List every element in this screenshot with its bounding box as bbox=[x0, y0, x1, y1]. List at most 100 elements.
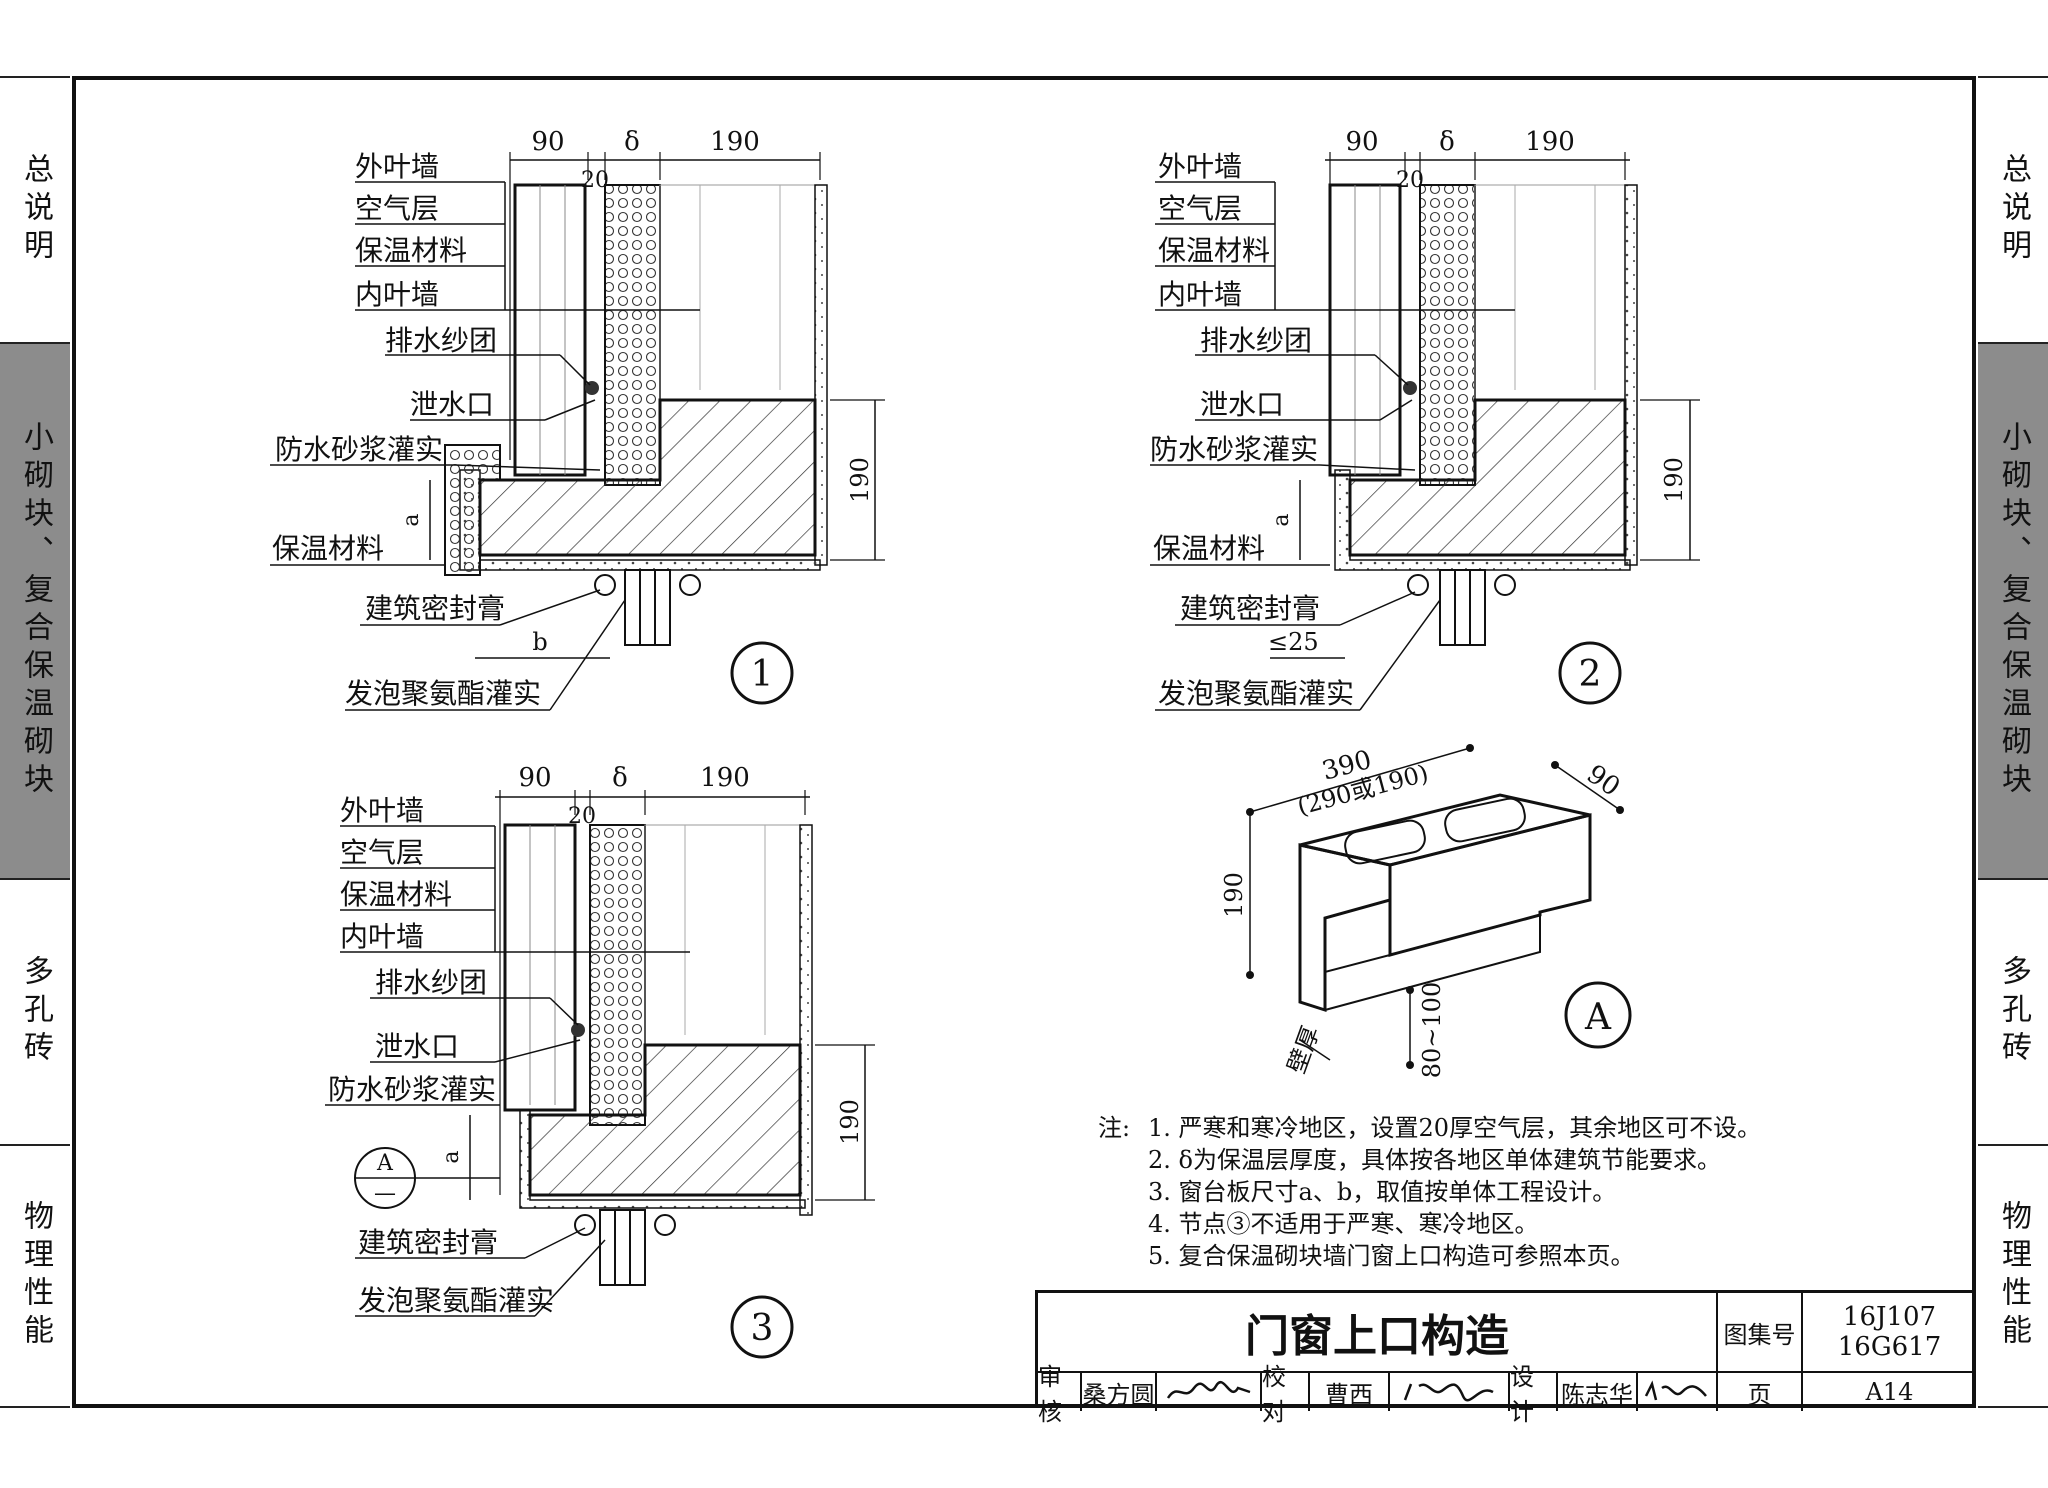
title-cell: 门窗上口构造 bbox=[1038, 1293, 1718, 1373]
checker-signature bbox=[1390, 1373, 1510, 1411]
side-tab-label: 总说明 bbox=[18, 153, 53, 267]
check-label-cell: 校对 bbox=[1262, 1363, 1310, 1426]
label-weep-hole: 泄水口 bbox=[410, 388, 494, 421]
note-5: 5. 复合保温砌块墙门窗上口构造可参照本页。 bbox=[1148, 1242, 1635, 1270]
side-tab-label: 多孔砖 bbox=[18, 955, 53, 1069]
design-label: 设计 bbox=[1510, 1363, 1534, 1426]
note-3: 3. 窗台板尺寸a、b，取值按单体工程设计。 bbox=[1148, 1178, 1616, 1206]
label-air-layer: 空气层 bbox=[340, 836, 424, 869]
label-inner-wall: 内叶墙 bbox=[355, 278, 439, 311]
title-block: 门窗上口构造 图集号 16J107 16G617 审核 桑方圆 校对 曹西 设计… bbox=[1035, 1290, 1976, 1426]
reviewer-signature bbox=[1157, 1373, 1262, 1411]
label-insulation: 保温材料 bbox=[1158, 234, 1270, 267]
dim-max-25: ≤25 bbox=[1268, 628, 1319, 656]
dim-a: a bbox=[439, 1150, 464, 1163]
label-weep-hole: 泄水口 bbox=[375, 1030, 459, 1063]
ref-bubble-a-bottom: — bbox=[374, 1181, 396, 1206]
atlas-label-cell: 图集号 bbox=[1718, 1293, 1803, 1373]
dim-wall: 壁厚 bbox=[1282, 1022, 1325, 1077]
side-tab-label: 小砌块、复合保温砌块 bbox=[1996, 421, 2031, 801]
label-mortar: 防水砂浆灌实 bbox=[275, 433, 443, 466]
side-tab-general-right[interactable]: 总说明 bbox=[1978, 76, 2048, 342]
dim-notch: 80~100 bbox=[1418, 982, 1446, 1078]
side-tab-general[interactable]: 总说明 bbox=[0, 76, 70, 342]
detail-marker-a-text: A bbox=[1584, 997, 1612, 1038]
dim-90: 90 bbox=[531, 127, 564, 157]
dim-190: 190 bbox=[1525, 127, 1575, 157]
page-label: 页 bbox=[1747, 1380, 1772, 1409]
dim-190: 190 bbox=[710, 127, 760, 157]
dim-delta: δ bbox=[1439, 127, 1455, 157]
checker-cell: 曹西 bbox=[1310, 1373, 1390, 1411]
detail-marker-1-text: 1 bbox=[751, 654, 774, 695]
dim-a: a bbox=[399, 513, 424, 526]
label-insulation-2: 保温材料 bbox=[1153, 532, 1265, 565]
side-tab-label: 总说明 bbox=[1996, 153, 2031, 267]
label-inner-wall: 内叶墙 bbox=[1158, 278, 1242, 311]
side-tab-physics-right[interactable]: 物理性能 bbox=[1978, 1144, 2048, 1408]
label-air-layer: 空气层 bbox=[355, 192, 439, 225]
label-outer-wall: 外叶墙 bbox=[355, 150, 439, 183]
detail-marker-3-text: 3 bbox=[751, 1308, 774, 1349]
label-drain-yarn: 排水纱团 bbox=[385, 324, 497, 357]
designer-signature bbox=[1638, 1373, 1718, 1411]
atlas-label: 图集号 bbox=[1723, 1320, 1796, 1349]
reviewer-name: 桑方圆 bbox=[1082, 1380, 1155, 1409]
dim-width: 90 bbox=[1581, 759, 1625, 803]
label-drain-yarn: 排水纱团 bbox=[375, 966, 487, 999]
ref-bubble-a-top: A bbox=[376, 1151, 394, 1176]
page-no: A14 bbox=[1865, 1378, 1914, 1406]
detail-a-block: 390 (290或190) 90 190 80~100 壁厚 A bbox=[1220, 744, 1632, 1078]
side-tab-brick[interactable]: 多孔砖 bbox=[0, 878, 70, 1144]
side-tab-label: 物理性能 bbox=[1996, 1200, 2031, 1352]
dim-height: 190 bbox=[1220, 872, 1248, 918]
label-insulation-2: 保温材料 bbox=[272, 532, 384, 565]
detail-2: 90 20 δ 190 190 a ≤25 bbox=[1150, 127, 1700, 711]
page-label-cell: 页 bbox=[1718, 1373, 1803, 1411]
detail-marker-2 bbox=[1558, 641, 1622, 705]
atlas-no-2: 16G617 bbox=[1837, 1332, 1942, 1362]
label-drain-yarn: 排水纱团 bbox=[1200, 324, 1312, 357]
designer-name: 陈志华 bbox=[1561, 1380, 1633, 1409]
side-tab-block[interactable]: 小砌块、复合保温砌块 bbox=[0, 342, 70, 878]
label-pu-foam: 发泡聚氨酯灌实 bbox=[345, 677, 541, 710]
label-weep-hole: 泄水口 bbox=[1200, 388, 1284, 421]
dim-190: 190 bbox=[700, 763, 750, 793]
dim-delta: δ bbox=[624, 127, 640, 157]
dim-b: b bbox=[532, 628, 547, 656]
label-insulation: 保温材料 bbox=[355, 234, 467, 267]
label-mortar: 防水砂浆灌实 bbox=[328, 1073, 496, 1106]
check-label: 校对 bbox=[1262, 1363, 1286, 1426]
notes-prefix: 注: bbox=[1098, 1114, 1130, 1142]
detail-3: 90 20 δ 190 190 a A — bbox=[325, 763, 875, 1359]
side-tab-brick-right[interactable]: 多孔砖 bbox=[1978, 878, 2048, 1144]
label-mortar: 防水砂浆灌实 bbox=[1150, 433, 1318, 466]
label-sealant: 建筑密封膏 bbox=[365, 592, 505, 625]
page-no-cell: A14 bbox=[1803, 1373, 1976, 1411]
label-insulation: 保温材料 bbox=[340, 878, 452, 911]
atlas-no-1: 16J107 bbox=[1842, 1302, 1937, 1332]
detail-marker-a bbox=[1564, 981, 1632, 1049]
side-tab-physics[interactable]: 物理性能 bbox=[0, 1144, 70, 1408]
drawing-title: 门窗上口构造 bbox=[1245, 1311, 1509, 1362]
detail-marker-2-text: 2 bbox=[1579, 654, 1602, 695]
label-outer-wall: 外叶墙 bbox=[340, 794, 424, 827]
dim-right-190: 190 bbox=[1660, 457, 1688, 503]
label-sealant: 建筑密封膏 bbox=[1180, 592, 1320, 625]
note-4: 4. 节点③不适用于严寒、寒冷地区。 bbox=[1148, 1210, 1539, 1238]
design-label-cell: 设计 bbox=[1510, 1363, 1558, 1426]
label-air-layer: 空气层 bbox=[1158, 192, 1242, 225]
dim-delta: δ bbox=[612, 763, 628, 793]
label-inner-wall: 内叶墙 bbox=[340, 920, 424, 953]
drawing-frame bbox=[72, 76, 1976, 1408]
label-pu-foam: 发泡聚氨酯灌实 bbox=[358, 1284, 554, 1317]
label-outer-wall: 外叶墙 bbox=[1158, 150, 1242, 183]
detail-marker-3 bbox=[730, 1295, 794, 1359]
dim-a: a bbox=[1269, 513, 1294, 526]
review-label: 审核 bbox=[1038, 1363, 1062, 1426]
dim-right-190: 190 bbox=[846, 457, 874, 503]
side-tab-block-right[interactable]: 小砌块、复合保温砌块 bbox=[1978, 342, 2048, 878]
side-tab-label: 多孔砖 bbox=[1996, 955, 2031, 1069]
checker-name: 曹西 bbox=[1325, 1380, 1373, 1409]
